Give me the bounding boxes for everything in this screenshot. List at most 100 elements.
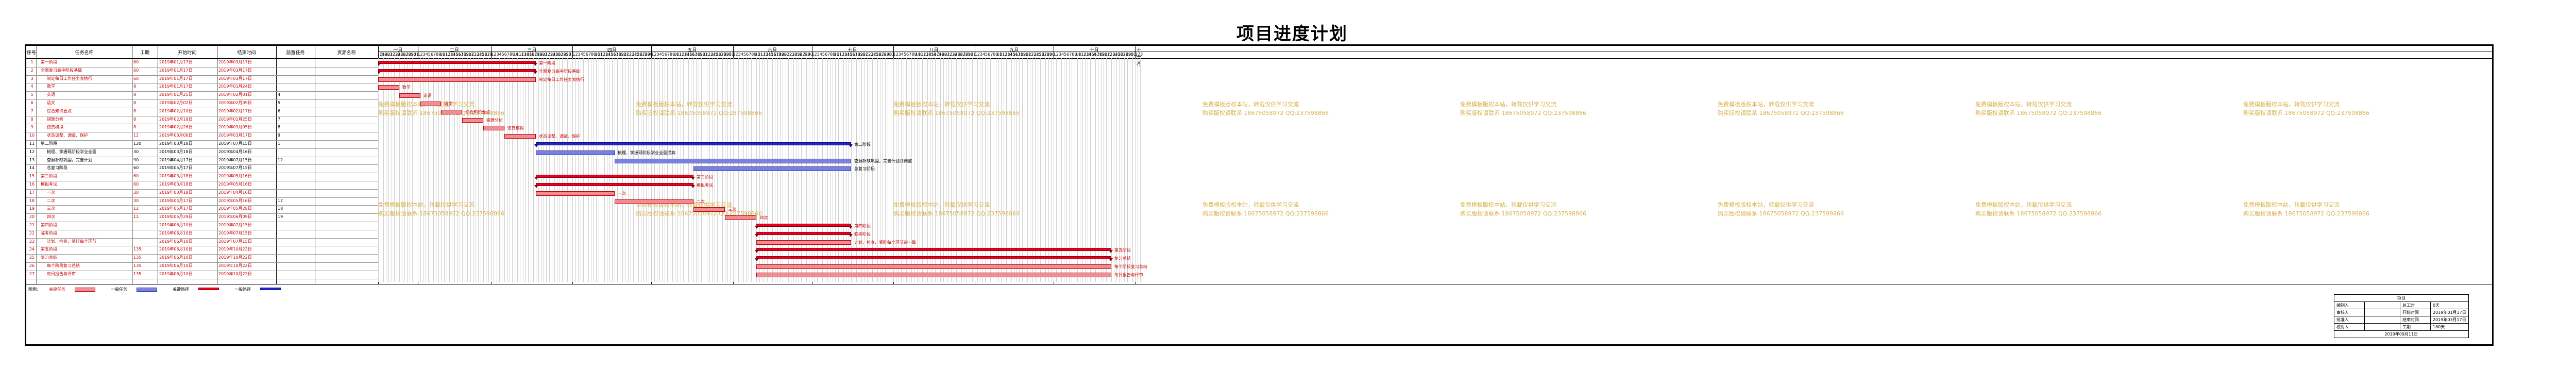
table-cell[interactable]: 2019年03月17日	[218, 133, 252, 138]
table-cell[interactable]: 总复习阶段	[47, 165, 67, 171]
table-cell[interactable]: 2019年04月16日	[218, 190, 252, 195]
table-cell[interactable]: 7	[30, 108, 33, 113]
table-cell[interactable]: 二次	[47, 198, 55, 203]
table-cell[interactable]: 2019年03月05日	[218, 125, 252, 130]
gantt-bar[interactable]	[615, 199, 693, 204]
table-cell[interactable]: 2019年01月17日	[159, 84, 193, 89]
table-cell[interactable]: 60	[133, 165, 139, 171]
gantt-bar[interactable]	[693, 207, 725, 212]
table-cell[interactable]: 12	[29, 149, 35, 154]
table-cell[interactable]: 6	[278, 108, 281, 113]
table-cell[interactable]: 8	[278, 125, 281, 130]
table-cell[interactable]: 2019年03月18日	[159, 190, 193, 195]
table-cell[interactable]: 2019年06月10日	[159, 263, 193, 268]
table-cell[interactable]: 2019年07月15日	[218, 157, 252, 162]
gantt-bar[interactable]	[755, 256, 1113, 262]
table-cell[interactable]: 2019年10月22日	[218, 263, 252, 268]
table-cell[interactable]: 2019年06月09日	[218, 214, 252, 220]
table-cell[interactable]: 17	[29, 190, 35, 195]
table-cell[interactable]: 2019年02月02日	[159, 100, 193, 105]
gantt-bar[interactable]	[756, 264, 1111, 269]
table-cell[interactable]: 2019年06月10日	[159, 255, 193, 260]
table-cell[interactable]: 30	[133, 149, 139, 154]
table-cell[interactable]: 2019年02月10日	[159, 108, 193, 113]
table-cell[interactable]: 8	[30, 116, 33, 122]
table-cell[interactable]: 8	[133, 84, 137, 89]
table-cell[interactable]: 2019年05月17日	[159, 206, 193, 211]
gantt-bar[interactable]	[725, 215, 757, 221]
table-cell[interactable]: 临考阶段	[41, 230, 57, 236]
table-cell[interactable]: 4	[278, 92, 281, 97]
table-cell[interactable]: 全面复习高中阶段基础	[41, 68, 82, 73]
table-cell[interactable]: 2019年03月17日	[218, 76, 252, 81]
table-cell[interactable]: 2019年07月15日	[218, 230, 252, 236]
table-cell[interactable]: 24	[29, 247, 35, 252]
table-cell[interactable]: 2019年05月29日	[159, 214, 193, 220]
table-cell[interactable]: 135	[133, 247, 142, 252]
table-cell[interactable]: 135	[133, 255, 142, 260]
table-cell[interactable]: 26	[29, 263, 35, 268]
table-cell[interactable]: 60	[133, 68, 139, 73]
table-cell[interactable]: 135	[133, 271, 142, 276]
table-cell[interactable]: 16	[29, 182, 35, 187]
table-cell[interactable]: 2019年05月16日	[218, 174, 252, 179]
gantt-bar[interactable]	[378, 61, 537, 66]
table-cell[interactable]: 2019年01月17日	[159, 76, 193, 81]
table-cell[interactable]: 19	[278, 214, 283, 220]
gantt-bar[interactable]	[755, 248, 1113, 254]
table-cell[interactable]: 复习总结	[41, 255, 57, 260]
table-cell[interactable]: 第一阶段	[41, 60, 57, 64]
table-cell[interactable]: 8	[133, 92, 137, 97]
table-cell[interactable]: 5	[278, 100, 281, 105]
table-cell[interactable]: 27	[29, 271, 35, 276]
table-cell[interactable]: 综合知识要点	[47, 108, 72, 113]
table-cell[interactable]: 1	[30, 60, 33, 64]
table-cell[interactable]: 2019年10月22日	[218, 247, 252, 252]
table-cell[interactable]: 2019年05月16日	[218, 198, 252, 203]
table-cell[interactable]: 2019年04月17日	[159, 157, 193, 162]
table-cell[interactable]: 12	[278, 157, 283, 162]
gantt-bar[interactable]	[756, 272, 1111, 277]
gantt-bar[interactable]	[534, 183, 695, 188]
table-cell[interactable]: 20	[29, 214, 35, 220]
table-cell[interactable]: 第五阶段	[41, 247, 57, 252]
gantt-bar[interactable]	[378, 69, 537, 74]
table-cell[interactable]: 14	[29, 165, 35, 171]
table-cell[interactable]: 5	[30, 92, 33, 97]
table-cell[interactable]: 查漏补缺巩固，完善计划	[47, 157, 92, 162]
table-cell[interactable]: 2019年07月15日	[218, 141, 252, 146]
table-cell[interactable]: 2019年02月18日	[159, 116, 193, 122]
table-cell[interactable]: 135	[133, 263, 142, 268]
table-cell[interactable]: 2019年05月17日	[159, 165, 193, 171]
table-cell[interactable]: 2019年10月22日	[218, 255, 252, 260]
gantt-bar[interactable]	[755, 231, 853, 237]
gantt-bar[interactable]	[462, 118, 483, 123]
table-cell[interactable]: 2019年06月10日	[159, 230, 193, 236]
table-cell[interactable]: 60	[133, 60, 139, 64]
table-cell[interactable]: 12	[133, 214, 139, 220]
table-cell[interactable]: 30	[133, 198, 139, 203]
table-cell[interactable]: 18	[278, 206, 283, 211]
table-cell[interactable]: 1	[278, 141, 281, 146]
table-cell[interactable]: 9	[278, 133, 281, 138]
table-cell[interactable]: 2019年03月18日	[159, 149, 193, 154]
table-cell[interactable]: 语文	[47, 100, 55, 105]
table-cell[interactable]: 三次	[47, 206, 55, 211]
gantt-bar[interactable]	[755, 224, 853, 229]
table-cell[interactable]: 每个阶段复习总结	[47, 263, 80, 268]
table-cell[interactable]: 2019年02月26日	[159, 125, 193, 130]
table-cell[interactable]: 状态调整、调适、保护	[47, 133, 88, 138]
table-cell[interactable]: 2019年01月25日	[159, 92, 193, 97]
table-cell[interactable]: 2019年03月17日	[218, 68, 252, 73]
table-cell[interactable]: 11	[29, 141, 35, 146]
table-cell[interactable]: 12	[133, 206, 139, 211]
table-cell[interactable]: 2	[30, 68, 33, 73]
table-cell[interactable]: 60	[133, 76, 139, 81]
table-cell[interactable]: 2019年02月01日	[218, 92, 252, 97]
table-cell[interactable]: 2019年02月17日	[218, 108, 252, 113]
table-cell[interactable]: 4	[30, 84, 33, 89]
table-cell[interactable]: 第四阶段	[41, 223, 57, 227]
table-cell[interactable]: 一次	[47, 190, 55, 195]
table-cell[interactable]: 8	[133, 100, 137, 105]
table-cell[interactable]: 18	[29, 198, 35, 203]
